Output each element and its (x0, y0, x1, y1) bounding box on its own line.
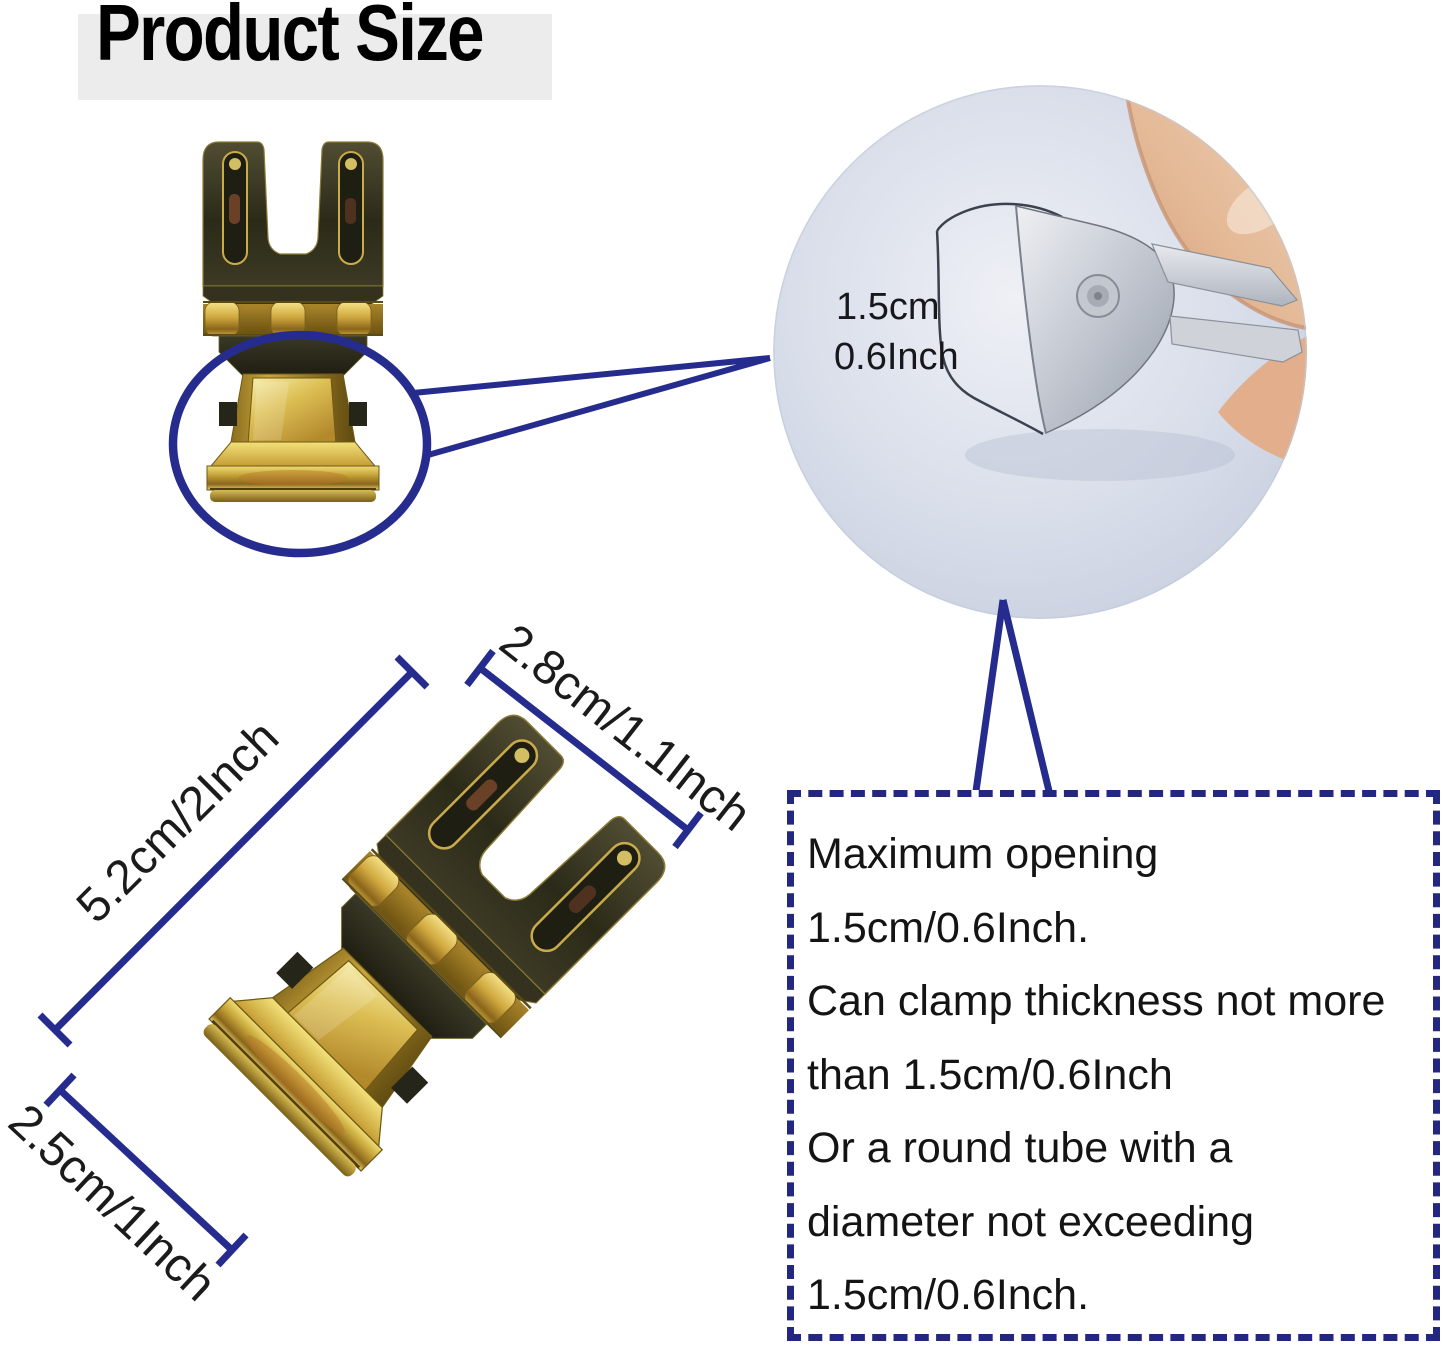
dimension-line-length (37, 654, 430, 1048)
info-line: Maximum opening (807, 830, 1159, 878)
silver-clip-closeup (1015, 205, 1303, 435)
opening-outline (935, 202, 1063, 436)
title-background (78, 14, 552, 100)
callout-lines (37, 330, 1053, 1268)
zoom-circle-photo (773, 85, 1307, 619)
info-line: Or a round tube with a (807, 1124, 1233, 1172)
clip-shadow (965, 429, 1235, 481)
info-line: 1.5cm/0.6Inch. (807, 903, 1090, 952)
connector-ellipse-to-circle (412, 355, 771, 458)
inset-size-inch-label: 0.6Inch (834, 336, 959, 378)
dimension-line-clip-width (43, 1072, 249, 1268)
info-line: than 1.5cm/0.6Inch (807, 1050, 1173, 1099)
connector-circle-to-box (972, 599, 1053, 792)
info-line: 1.5cm/0.6Inch. (807, 1271, 1090, 1319)
info-line: Can clamp thickness not more (807, 977, 1386, 1025)
inset-size-cm-label: 1.5cm (836, 286, 940, 328)
info-line: diameter not exceeding (807, 1197, 1255, 1246)
dimension-line-top-width (464, 648, 704, 850)
clip-arm-lower (1169, 315, 1303, 363)
highlight-ellipse (168, 330, 432, 558)
clip-arm-upper (1151, 243, 1298, 307)
info-box: Maximum opening 1.5cm/0.6Inch. Can clamp… (787, 790, 1440, 1341)
page-title: Product Size (96, 0, 485, 77)
